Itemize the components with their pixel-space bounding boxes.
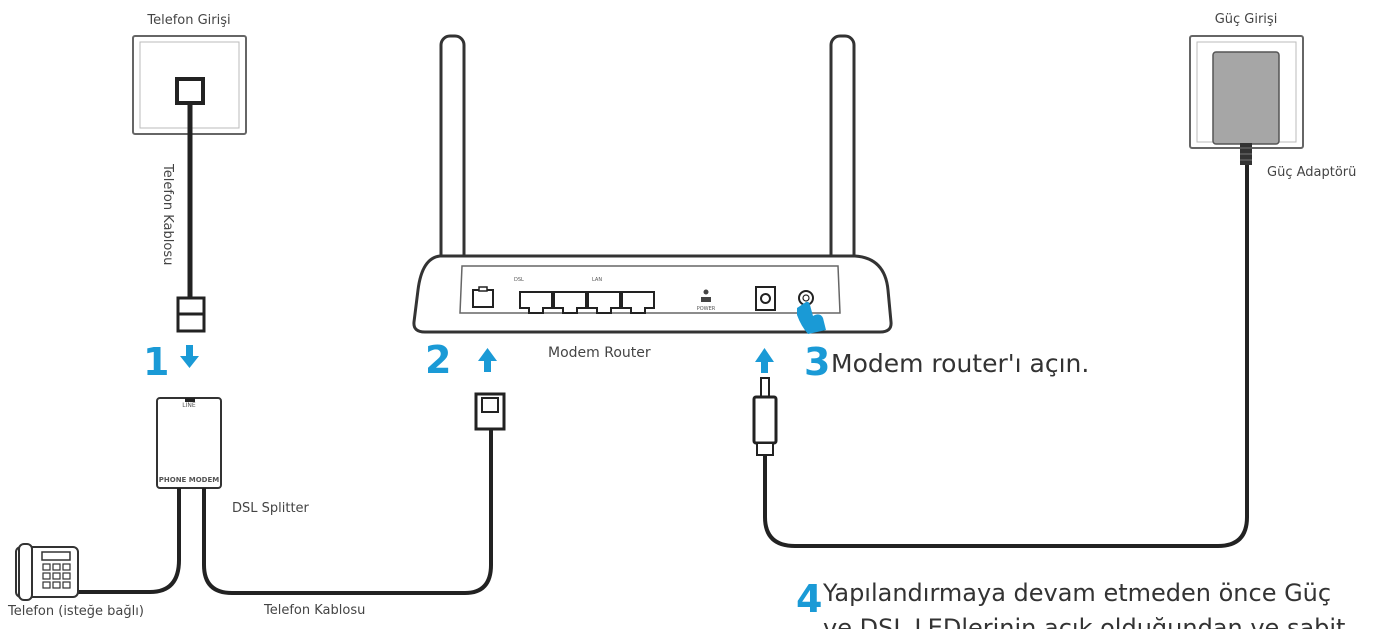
dsl-cable-plug [474, 392, 506, 431]
phone-cable-bottom-label: Telefon Kablosu [263, 603, 365, 618]
telephone-label: Telefon (isteğe bağlı) [7, 604, 144, 619]
dsl-splitter [156, 397, 222, 489]
splitter-line-port-label: LINE [182, 402, 196, 409]
modem-router-label: Modem Router [548, 345, 651, 361]
phone-jack-label: Telefon Girişi [146, 13, 230, 28]
step-4-text-line2: ve DSL LEDlerinin açık olduğundan ve sab… [823, 614, 1345, 629]
power-plug [752, 377, 778, 456]
phone-cable-to-router [202, 430, 493, 595]
router-power-port-label: POWER [697, 306, 716, 312]
phone-wall-jack [132, 35, 247, 135]
router-dsl-port-label: DSL [514, 277, 524, 283]
arrow-up-icon [478, 348, 497, 372]
step-4-text: Yapılandırmaya devam etmeden önce Güç [822, 579, 1331, 607]
arrow-down-icon [180, 345, 199, 368]
power-adapter-label: Güç Adaptörü [1267, 165, 1356, 180]
power-adapter-icon [1212, 51, 1280, 165]
wps-reset-symbol [701, 289, 711, 302]
arrow-up-icon [755, 348, 774, 373]
hand-pointer-icon [797, 301, 826, 334]
step-2-number: 2 [425, 338, 451, 382]
splitter-ports-label: PHONE MODEM [159, 476, 220, 484]
step-3-number: 3 [804, 340, 830, 384]
router-lan-ports-label: LAN [592, 277, 602, 283]
dsl-splitter-label: DSL Splitter [232, 501, 310, 516]
phone-cable-vertical [176, 103, 206, 333]
step-4-number: 4 [796, 577, 822, 621]
power-socket-label: Güç Girişi [1215, 12, 1278, 27]
phone-cable-vertical-label: Telefon Kablosu [160, 163, 175, 265]
step-3-text: Modem router'ı açın. [831, 349, 1089, 378]
step-1-number: 1 [143, 340, 169, 384]
router-dsl-port [472, 286, 494, 308]
power-cable [763, 165, 1249, 548]
router-power-port [755, 286, 776, 311]
phone-cable-to-telephone [78, 488, 181, 594]
telephone-icon [15, 543, 79, 601]
router-lan-ports [519, 291, 655, 314]
modem-router [412, 34, 893, 334]
